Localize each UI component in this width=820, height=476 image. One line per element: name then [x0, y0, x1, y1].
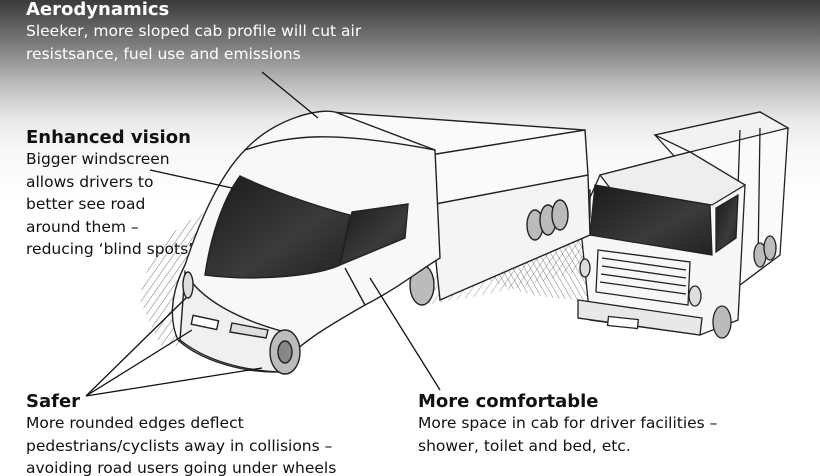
callout-safer-title: Safer [26, 391, 81, 412]
callout-enhanced-vision-body: Bigger windscreen allows drivers to bett… [26, 150, 194, 258]
callout-aerodynamics: Aerodynamics Sleeker, more sloped cab pr… [26, 0, 376, 65]
aerodynamic-truck [171, 110, 591, 375]
callout-safer: Safer More rounded edges deflect pedestr… [26, 392, 386, 476]
callout-more-comfortable: More comfortable More space in cab for d… [418, 392, 748, 457]
callout-aerodynamics-body: Sleeker, more sloped cab profile will cu… [26, 22, 362, 63]
callout-enhanced-vision: Enhanced vision Bigger windscreen allows… [26, 128, 196, 261]
callout-more-comfortable-title: More comfortable [418, 391, 599, 412]
callout-more-comfortable-body: More space in cab for driver facilities … [418, 414, 718, 455]
callout-leader-lines [85, 71, 441, 397]
callout-safer-body: More rounded edges deflect pedestrians/c… [26, 414, 337, 476]
callout-aerodynamics-title: Aerodynamics [26, 0, 170, 20]
conventional-truck [577, 111, 790, 339]
callout-enhanced-vision-title: Enhanced vision [26, 127, 191, 148]
